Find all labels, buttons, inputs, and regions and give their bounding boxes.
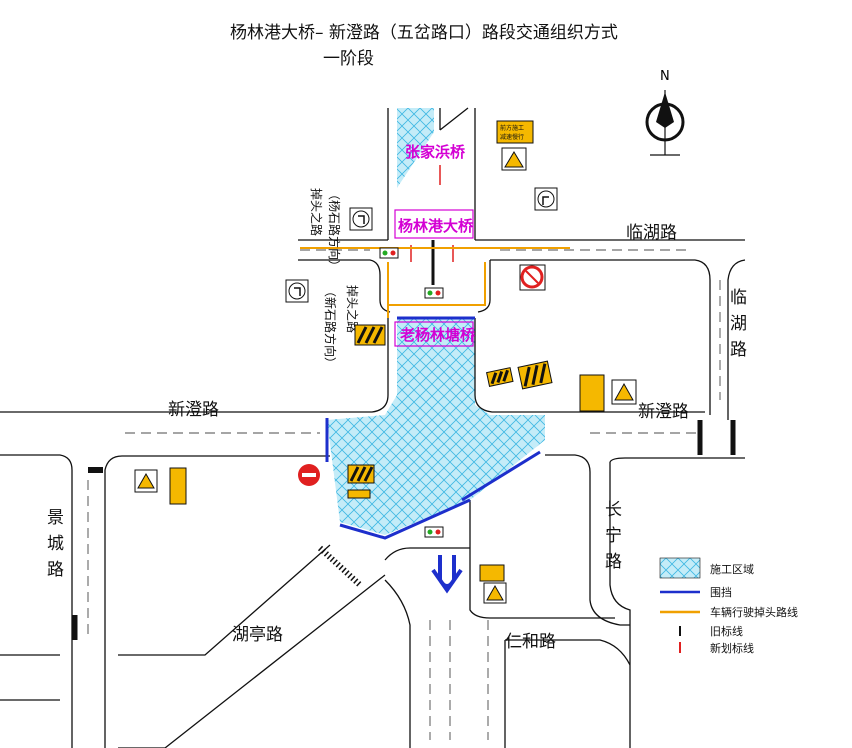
- bridge-frame-yanglingang: [394, 209, 474, 239]
- barricade-icon-2: [347, 464, 375, 499]
- north-label: N: [660, 69, 670, 84]
- road-label-jingcheng-3: 路: [47, 560, 64, 580]
- warning-sign-icon-left: [134, 469, 158, 493]
- svg-text:掉头之路: 掉头之路: [345, 285, 360, 333]
- legend-label-barrier: 围挡: [710, 585, 732, 599]
- bridge-frame-laoyanglintang: [394, 321, 474, 347]
- barricade-icon: [354, 324, 386, 346]
- road-label-changning-3: 路: [605, 552, 622, 572]
- traffic-light-icon: [379, 247, 399, 259]
- svg-text:减速慢行: 减速慢行: [500, 133, 524, 141]
- legend-label-construction: 施工区域: [710, 563, 754, 576]
- traffic-light-icon-2: [424, 287, 444, 299]
- no-left-turn-sign-icon: [285, 279, 309, 303]
- svg-text:（杨石路方向）: （杨石路方向）: [327, 188, 342, 272]
- sign-ahead-construction-right: [579, 374, 605, 412]
- sign-ahead-construction-south: [479, 564, 505, 582]
- legend-label-uturn: 车辆行驶掉头路线: [710, 605, 798, 619]
- svg-text:掉头之路: 掉头之路: [309, 188, 324, 236]
- road-label-changning-1: 长: [605, 500, 622, 520]
- road-network: [0, 107, 746, 748]
- bridge-label-laoyanglintang: 老杨林塘桥: [399, 326, 476, 344]
- construction-zone-main: [327, 318, 545, 535]
- barrier-lines: [325, 316, 541, 540]
- warning-sign-icon: [501, 147, 527, 171]
- svg-text:（新石路方向）: （新石路方向）: [323, 285, 338, 369]
- warning-sign-icon-south: [483, 582, 507, 604]
- road-label-changning-2: 宁: [605, 526, 622, 546]
- road-label-jingcheng-1: 景: [47, 508, 64, 528]
- bridge-label-yanglingang: 杨林港大桥: [398, 217, 474, 235]
- road-label-huting: 湖亭路: [232, 625, 283, 645]
- road-label-linhu: 临湖路: [626, 223, 677, 243]
- no-uturn-sign-icon: [519, 264, 546, 291]
- no-entry-sign-icon: [298, 464, 320, 486]
- construction-zone-north: [397, 108, 434, 188]
- warning-sign-icon-right: [611, 379, 637, 405]
- uturn-route: [300, 247, 570, 318]
- road-label-xincheng-right: 新澄路: [638, 402, 689, 422]
- note-uturn-lower: 掉头之路 （新石路方向）: [323, 285, 360, 369]
- legend: 施工区域 围挡 车辆行驶掉头路线 旧标线 新划标线: [659, 557, 798, 655]
- road-label-jingcheng-2: 城: [47, 534, 64, 554]
- turn-left-sign-icon: [349, 207, 373, 231]
- road-label-xincheng-left: 新澄路: [168, 400, 219, 420]
- north-arrow-icon: N: [645, 69, 685, 156]
- road-label-linhu-v1: 临: [730, 288, 747, 308]
- note-uturn-upper: 掉头之路 （杨石路方向）: [309, 188, 342, 272]
- bridge-label-zhangjiabang: 张家浜桥: [405, 143, 466, 161]
- barricade-icon-3: [486, 367, 514, 387]
- road-label-renhe: 仁和路: [505, 632, 556, 652]
- road-label-linhu-v3: 路: [730, 340, 747, 360]
- svg-text:前方施工: 前方施工: [500, 124, 524, 132]
- legend-label-new-marking: 新划标线: [710, 641, 754, 655]
- uturn-arrow-icon: [431, 555, 463, 594]
- map-title: 杨林港大桥– 新澄路（五岔路口）路段交通组织方式: [230, 23, 618, 43]
- road-label-linhu-v2: 湖: [730, 314, 747, 334]
- sign-ahead-construction-top: 前方施工 减速慢行: [496, 120, 534, 144]
- barricade-icon-4: [517, 360, 553, 390]
- legend-label-old-marking: 旧标线: [710, 624, 743, 638]
- traffic-light-icon-3: [424, 526, 444, 538]
- legend-swatch-construction: [659, 557, 701, 579]
- map-subtitle: 一阶段: [323, 49, 374, 69]
- sign-ahead-construction-left: [169, 467, 187, 505]
- no-right-turn-sign-icon: [534, 187, 558, 211]
